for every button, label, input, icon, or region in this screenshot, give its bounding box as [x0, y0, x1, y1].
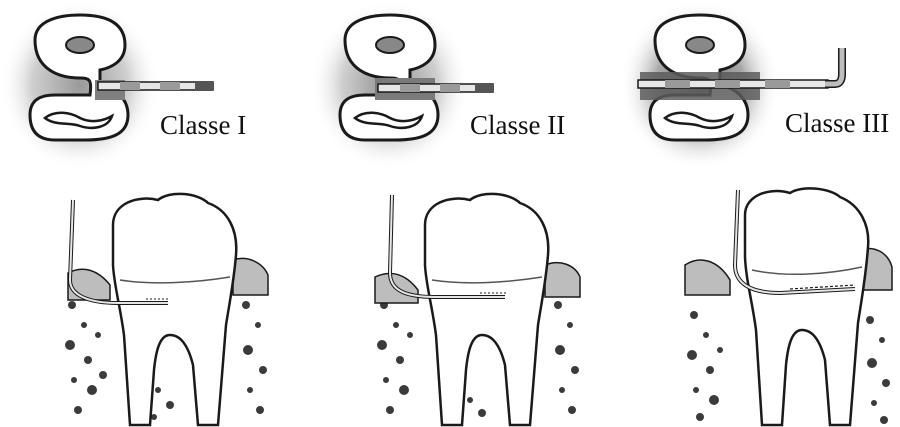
class-2-label: Classe II [470, 110, 565, 141]
furcation-schematic-class-1: Classe I [0, 0, 290, 170]
alveolar-bone-left [377, 301, 413, 414]
pulp-canal-upper [66, 37, 94, 53]
furcation-schematic-class-3: Classe III [620, 0, 900, 170]
probe [378, 84, 493, 92]
class-3-label: Classe III [785, 108, 889, 139]
gingiva-left [685, 260, 730, 295]
molar-tooth [113, 194, 236, 425]
alveolar-bone-right [242, 301, 267, 414]
interradicular-bone [467, 397, 486, 417]
gingiva-right [545, 263, 580, 297]
molar-drawing-class-2 [370, 185, 585, 427]
gingiva-left [68, 269, 110, 300]
interradicular-bone [151, 387, 174, 420]
furcation-schematic-class-2: Classe II [310, 0, 600, 170]
molar-drawing-class-3 [680, 185, 895, 427]
alveolar-bone-left [687, 311, 723, 421]
molar-tooth [745, 188, 868, 425]
molar-drawing-class-1 [58, 185, 273, 427]
class-1-label: Classe I [160, 110, 246, 141]
alveolar-bone-left [65, 301, 107, 414]
gingiva-right [233, 258, 268, 295]
probe [98, 82, 213, 90]
alveolar-bone-right [554, 301, 579, 414]
alveolar-bone-right [866, 316, 890, 424]
pulp-canal-upper [376, 37, 404, 53]
pulp-canal-upper [686, 37, 714, 53]
molar-tooth [425, 194, 548, 425]
